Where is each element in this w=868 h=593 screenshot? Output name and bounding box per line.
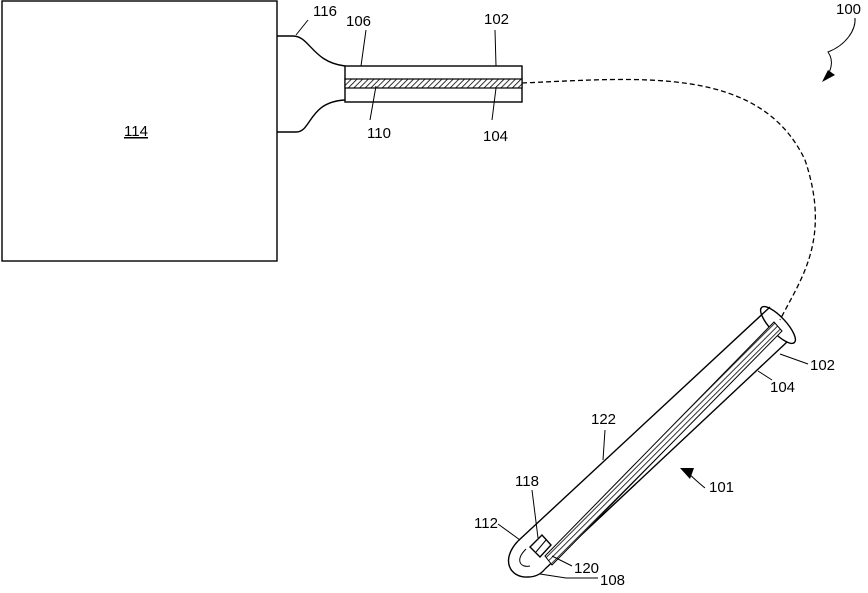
label-110: 110 — [367, 125, 391, 142]
probe-arrow-101 — [680, 468, 705, 488]
proximal-tube — [345, 66, 522, 102]
label-100: 100 — [836, 1, 861, 18]
label-112: 112 — [474, 515, 498, 532]
label-108: 108 — [600, 572, 625, 588]
dashed-flexible-line — [522, 79, 815, 320]
label-106: 106 — [346, 13, 371, 30]
label-114: 114 — [124, 123, 148, 140]
label-102-top: 102 — [484, 11, 509, 28]
label-122: 122 — [591, 411, 616, 428]
label-104-top: 104 — [483, 128, 508, 145]
label-116: 116 — [313, 3, 337, 20]
label-101: 101 — [709, 479, 734, 496]
label-102-probe: 102 — [810, 357, 835, 374]
label-120: 120 — [574, 560, 599, 577]
probe-101 — [509, 302, 801, 577]
system-arrow-100 — [822, 18, 855, 82]
connector-116 — [277, 36, 345, 132]
label-118: 118 — [515, 473, 539, 490]
label-104-probe: 104 — [770, 379, 795, 396]
